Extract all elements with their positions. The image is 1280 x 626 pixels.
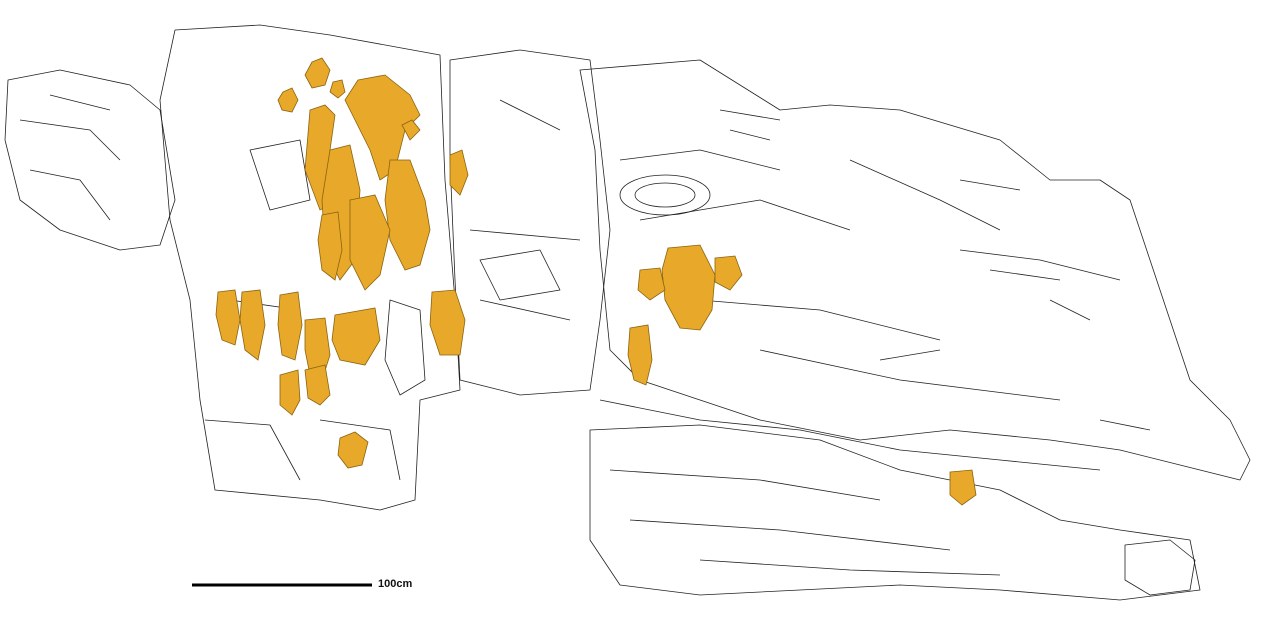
figure-small-creature-left	[637, 267, 666, 301]
rock-panel-main-left	[159, 24, 461, 511]
figure-animal-cluster	[331, 307, 381, 366]
figure-human-bottom	[337, 431, 369, 469]
figure-large-fish-center	[661, 244, 716, 331]
rock-panel-left-fragment	[4, 69, 176, 251]
figure-fish-row-2	[239, 289, 266, 361]
figure-turtle-left	[277, 87, 299, 113]
figure-fish-row-1	[215, 289, 241, 346]
figure-fish-large-mid	[384, 159, 431, 271]
figure-fish-mid-panel	[627, 324, 653, 386]
scale-bar-label: 100cm	[378, 578, 413, 590]
figure-fish-row-3	[277, 291, 303, 361]
figure-mask-right	[949, 469, 977, 506]
figure-bird-1	[401, 119, 421, 141]
rock-panel-right-fragment	[1124, 539, 1196, 596]
figure-turtle-small	[304, 57, 331, 89]
figure-fish-center	[349, 194, 391, 291]
figure-fish-right-top	[449, 149, 469, 196]
figure-fish-bottom	[279, 369, 301, 416]
rock-panel-lower	[589, 424, 1201, 601]
figure-fish-right-panel	[429, 289, 466, 356]
figure-small-creature-right	[714, 255, 743, 291]
rock-panel-middle	[449, 49, 611, 396]
figure-fish-left-mid	[317, 211, 343, 281]
rock-panel-center	[579, 59, 1251, 481]
figure-fish-low	[304, 364, 331, 406]
figure-turtle-right	[329, 79, 346, 99]
